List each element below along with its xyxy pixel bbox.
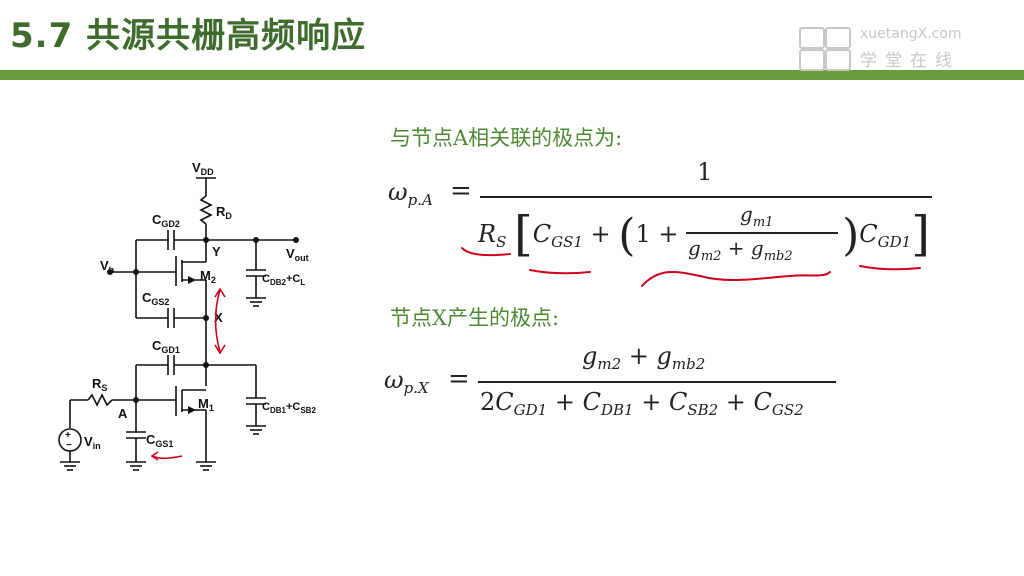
handwritten-underlines: [461, 247, 921, 287]
cascode-circuit-diagram: + − VDD RD CGD2 Y Vout Vb M2 CDB2+CL CGS…: [58, 160, 316, 471]
eq-x-lhs: ωp.X: [384, 366, 429, 397]
node-a-heading: 与节点A相关联的极点为:: [390, 126, 623, 150]
eq-a-inner-fraction-bar: [686, 232, 838, 234]
eq-a-denominator: RS [CGS1 + (1 + )CGD1]: [478, 206, 930, 262]
svg-text:Vout: Vout: [286, 246, 309, 263]
eq-a-lhs: ωp.A: [388, 178, 433, 209]
eq-x-numerator: gm2 + gmb2: [582, 342, 706, 373]
eq-a-fraction-bar: [480, 196, 932, 198]
node-x-heading: 节点X产生的极点:: [390, 306, 560, 330]
svg-text:+: +: [65, 430, 71, 441]
logo-sub-text: 学堂在线: [860, 51, 960, 71]
svg-text:Y: Y: [212, 244, 221, 259]
eq-a-inner-denominator: gm2 + gmb2: [688, 236, 793, 264]
eq-a-inner-numerator: gm1: [740, 202, 774, 230]
svg-text:VDD: VDD: [192, 160, 214, 177]
eq-a-numerator: 1: [697, 158, 713, 186]
eq-x-denominator: 2CGD1 + CDB1 + CSB2 + CGS2: [480, 388, 804, 419]
svg-text:X: X: [214, 310, 223, 325]
slide-title: 5.7 共源共栅高频响应: [10, 16, 367, 56]
svg-text:CGD1: CGD1: [152, 338, 180, 355]
logo-brand-text: xuetangX.com: [860, 26, 962, 42]
svg-text:M1: M1: [198, 396, 214, 413]
svg-text:Vin: Vin: [84, 434, 101, 451]
svg-text:RD: RD: [216, 204, 232, 221]
svg-text:CGS1: CGS1: [146, 432, 173, 449]
eq-x-fraction-bar: [478, 381, 836, 383]
title-divider-bar: [0, 70, 1024, 80]
svg-text:Vb: Vb: [100, 258, 115, 275]
svg-text:M2: M2: [200, 268, 216, 285]
eq-a-equals: =: [450, 176, 472, 206]
svg-text:A: A: [118, 406, 128, 421]
svg-text:CGD2: CGD2: [152, 212, 180, 229]
svg-text:CDB1+CSB2: CDB1+CSB2: [262, 401, 316, 415]
svg-text:RS: RS: [92, 376, 107, 393]
svg-text:CGS2: CGS2: [142, 290, 169, 307]
svg-text:−: −: [66, 440, 72, 451]
eq-x-equals: =: [448, 364, 470, 394]
svg-text:CDB2+CL: CDB2+CL: [262, 273, 305, 287]
xuetangx-logo-icon: [799, 27, 851, 71]
